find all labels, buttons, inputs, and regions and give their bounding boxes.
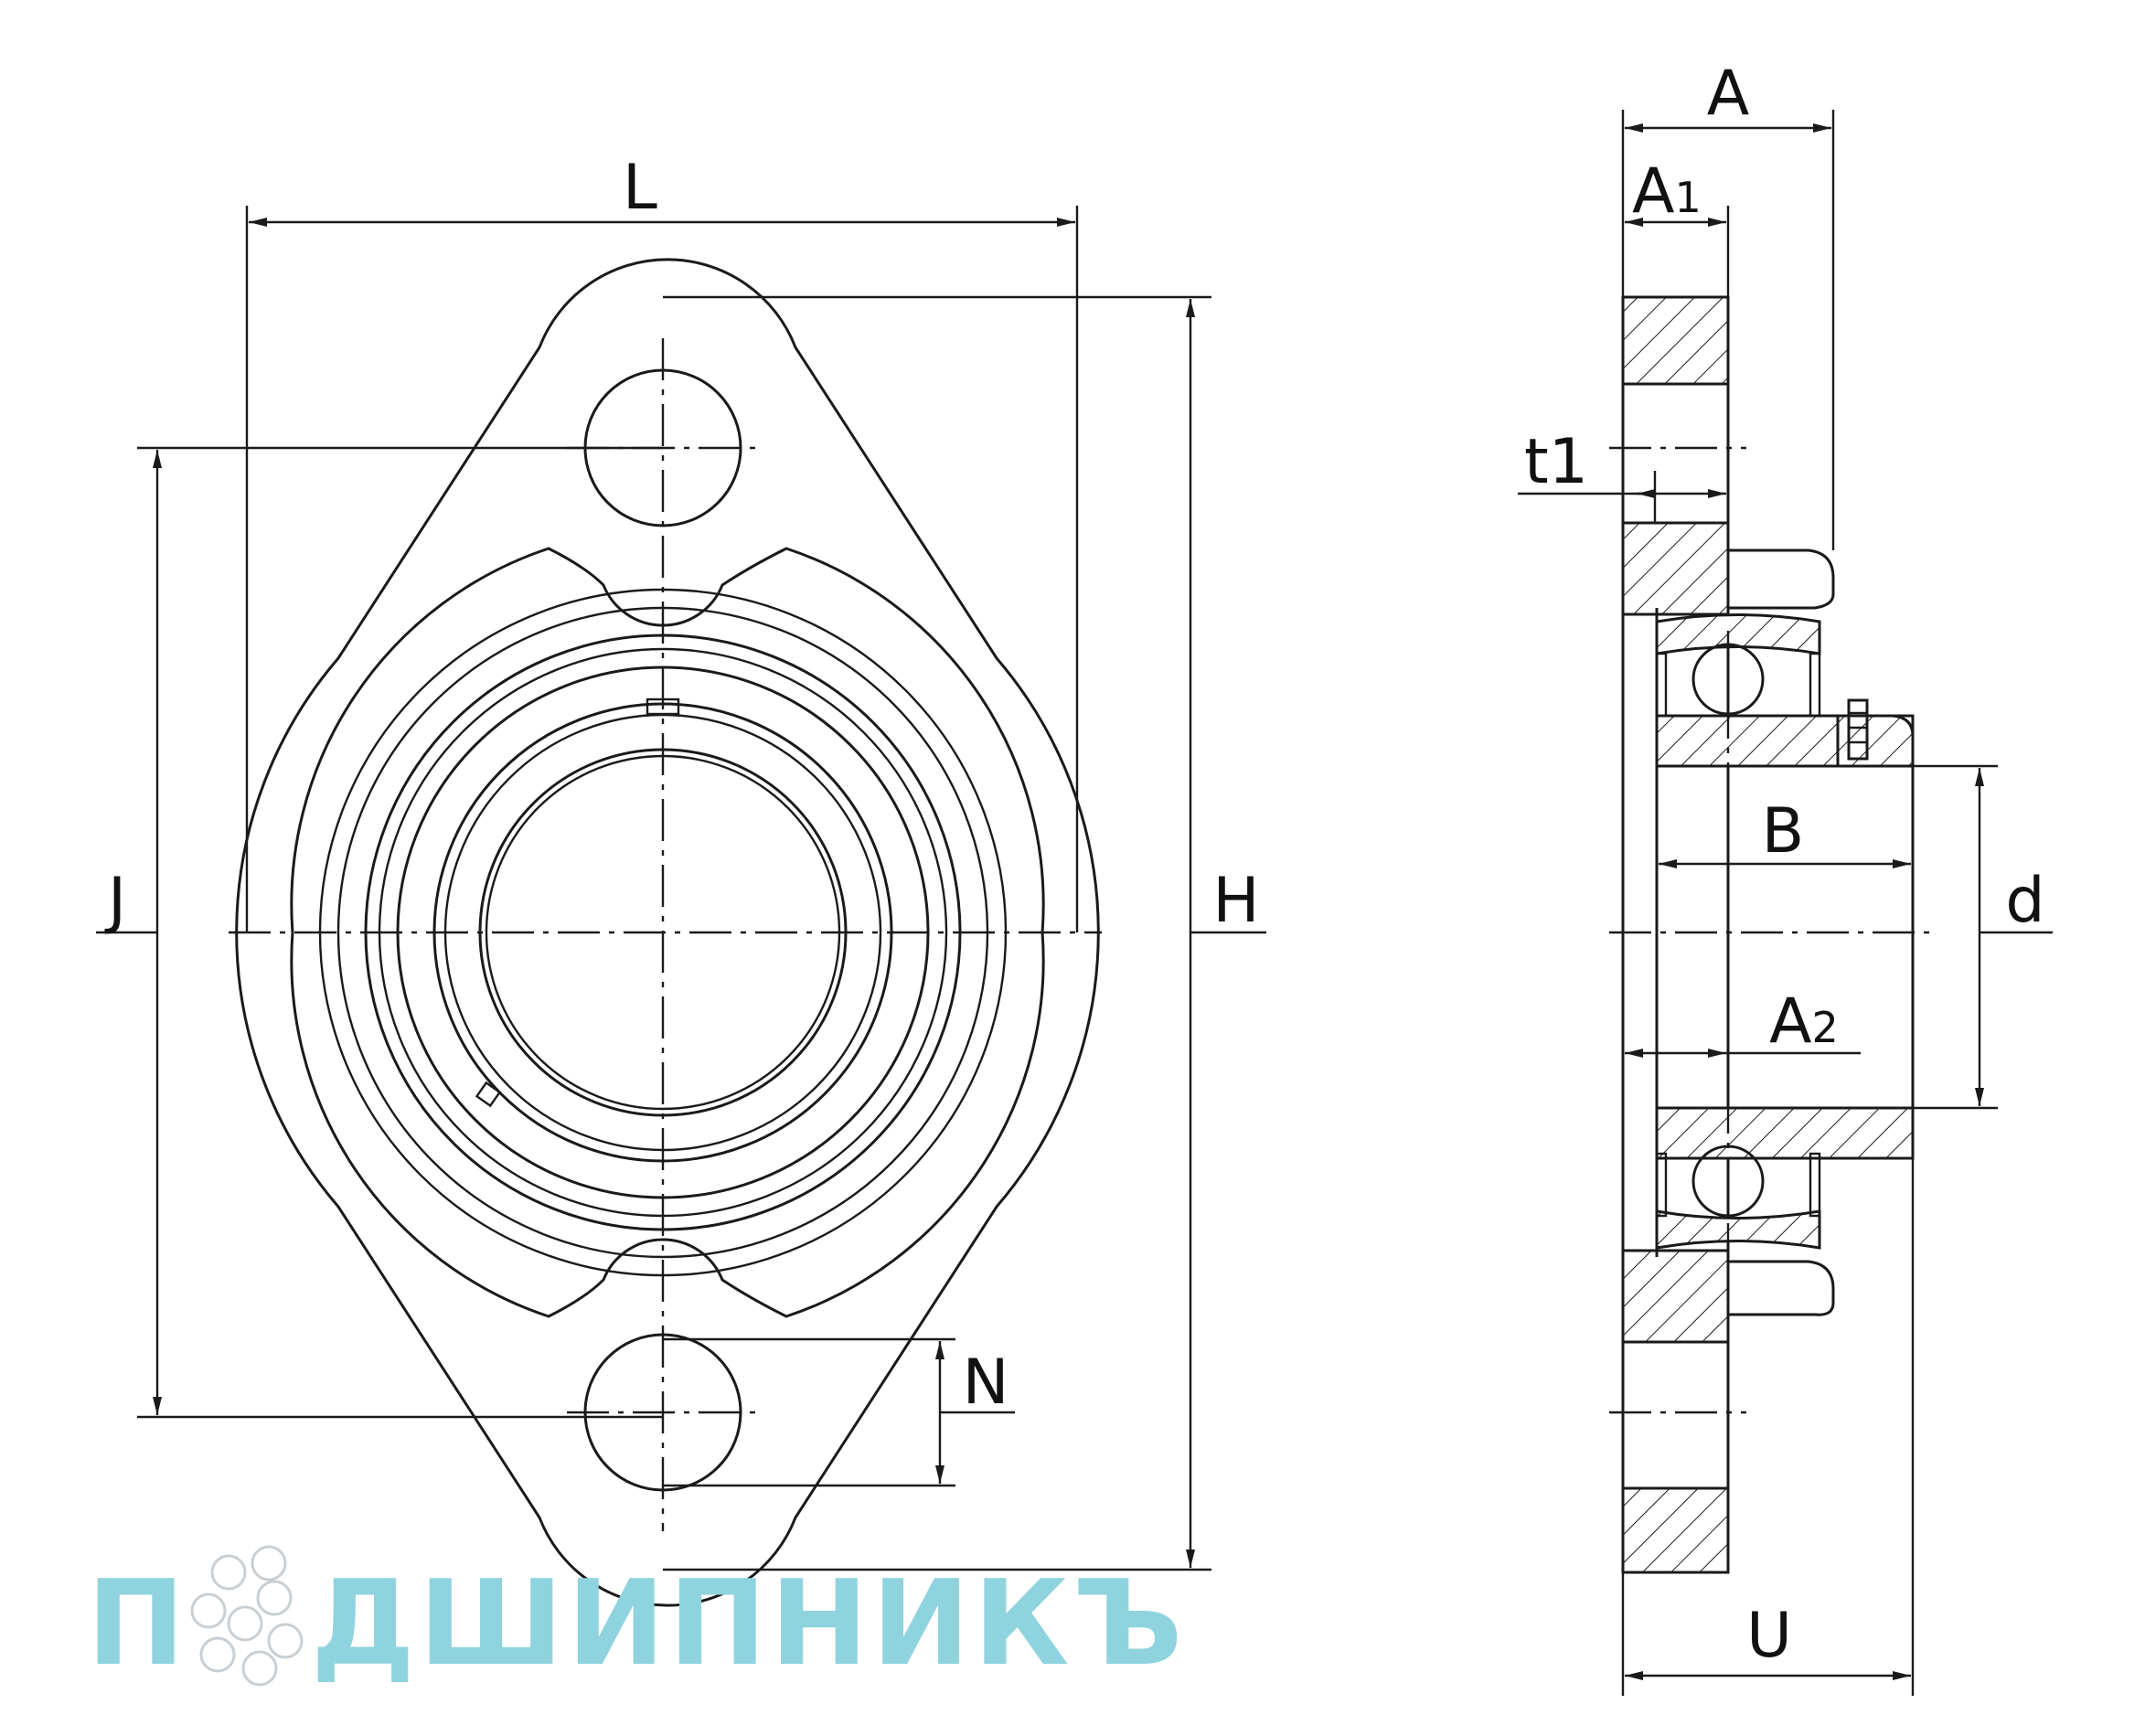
watermark-logo: П ДШИПНИКЪ bbox=[87, 1545, 1187, 1692]
side-dimensions: A A1 t1 B d A2 U bbox=[1518, 58, 2053, 1696]
set-screw-marker bbox=[475, 1081, 502, 1108]
label-L: L bbox=[623, 152, 657, 224]
inner-ring-bottom bbox=[1655, 1106, 1915, 1160]
side-view bbox=[1609, 295, 1934, 1574]
flange-outline bbox=[235, 258, 1100, 1607]
label-A: A bbox=[1707, 58, 1750, 130]
bearing-logo-icon bbox=[190, 1545, 304, 1687]
flange-section-top bbox=[1621, 295, 1730, 386]
flange-section-upper bbox=[1621, 521, 1730, 616]
label-U: U bbox=[1746, 1600, 1792, 1672]
label-H: H bbox=[1212, 865, 1259, 937]
logo-first-letter: П bbox=[87, 1556, 188, 1692]
label-A2: A2 bbox=[1769, 985, 1839, 1058]
outer-ring-top bbox=[1655, 613, 1821, 655]
logo-brand-text: ДШИПНИКЪ bbox=[311, 1556, 1187, 1692]
flange-section-bottom bbox=[1621, 1486, 1730, 1574]
flange-section-lower bbox=[1621, 1249, 1730, 1344]
label-N: N bbox=[963, 1347, 1009, 1419]
outer-ring-bottom bbox=[1655, 1209, 1821, 1250]
front-dimensions: L H J N bbox=[96, 152, 1266, 1571]
housing-boss-side bbox=[1728, 548, 1835, 610]
label-d: d bbox=[2005, 865, 2044, 937]
set-screw-side bbox=[1847, 698, 1869, 761]
label-A1: A1 bbox=[1632, 155, 1702, 228]
label-t1: t1 bbox=[1524, 426, 1588, 498]
housing-boss-lower bbox=[290, 932, 1045, 1318]
label-B: B bbox=[1762, 795, 1805, 868]
label-J: J bbox=[104, 865, 126, 937]
